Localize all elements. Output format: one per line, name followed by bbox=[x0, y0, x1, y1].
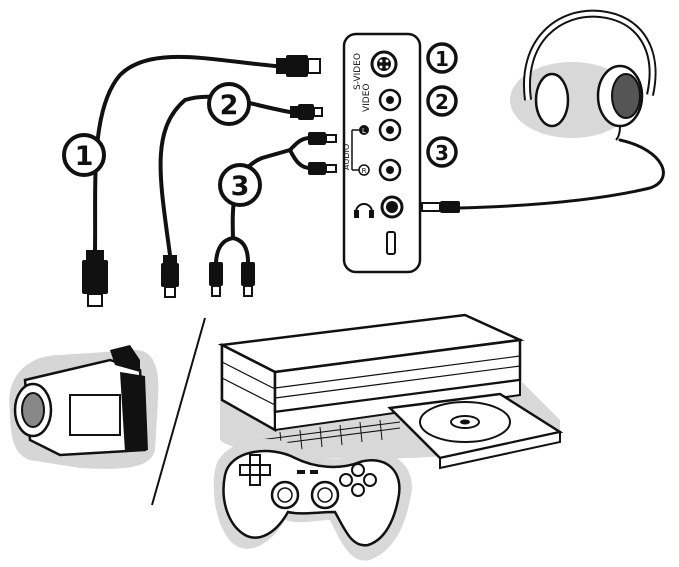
plugs-panel-side bbox=[276, 55, 460, 213]
marker-video-number: 2 bbox=[435, 90, 449, 114]
marker-video bbox=[426, 85, 458, 117]
divider-line bbox=[151, 317, 206, 506]
video-label: VIDEO bbox=[362, 83, 372, 112]
panel-markers: 1 2 3 bbox=[426, 42, 458, 168]
camcorder-icon bbox=[9, 345, 159, 469]
gamepad-icon bbox=[213, 439, 412, 561]
marker-svideo-number: 1 bbox=[435, 47, 449, 71]
panel-slot bbox=[386, 231, 396, 255]
callout-svideo-cable bbox=[62, 133, 106, 177]
headphone-cable bbox=[458, 138, 665, 210]
plugs-device-side bbox=[82, 250, 255, 307]
marker-audio-number: 3 bbox=[435, 141, 449, 165]
audio-left-indicator bbox=[359, 125, 369, 135]
svideo-cable bbox=[93, 54, 277, 252]
svideo-label: S-VIDEO bbox=[353, 53, 363, 90]
game-console-icon bbox=[217, 313, 564, 470]
audio-left-letter: L bbox=[362, 127, 366, 135]
callout-svideo-number: 1 bbox=[75, 141, 94, 172]
cable-callouts: 1 2 3 bbox=[62, 82, 262, 207]
marker-svideo bbox=[426, 42, 458, 74]
marker-audio bbox=[426, 136, 458, 168]
side-connector-panel: S-VIDEO VIDEO AUDIO L R bbox=[342, 32, 422, 274]
callout-video-cable bbox=[207, 82, 251, 126]
callout-video-number: 2 bbox=[220, 90, 239, 121]
headphones-icon bbox=[510, 9, 657, 141]
audio-label: AUDIO bbox=[342, 144, 351, 170]
headphone-socket-icon bbox=[354, 203, 374, 218]
audio-right-letter: R bbox=[362, 167, 367, 175]
callout-audio-cable bbox=[218, 163, 262, 207]
callout-audio-number: 3 bbox=[231, 171, 250, 202]
